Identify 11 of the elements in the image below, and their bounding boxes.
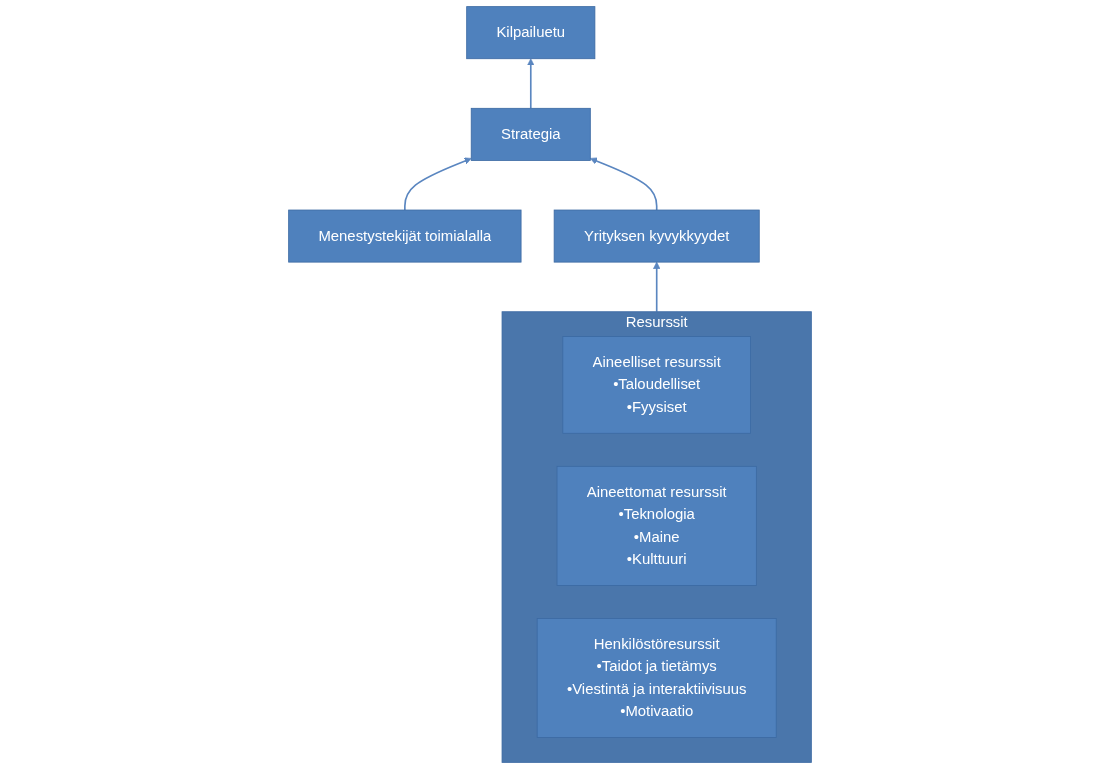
node-box: Menestystekijät toimialalla [288, 209, 522, 263]
arrow [653, 261, 661, 313]
node-box: Kilpailuetu [466, 6, 596, 60]
arrow [404, 157, 472, 211]
arrow [590, 157, 658, 211]
node-box: Strategia [470, 107, 591, 161]
arrow [527, 58, 535, 110]
node-box: Aineelliset resurssit •Taloudelliset •Fyysiset [562, 336, 751, 434]
node-box: Aineettomat resurssit •Teknologia •Maine •Kulttuuri [556, 465, 757, 586]
node-box: Henkilöstöresurssit •Taidot ja tietämys •Viestintä ja interaktiivisuus •Motivaatio [536, 618, 777, 738]
node-box: Yrityksen kyvykkyydet [553, 209, 760, 263]
